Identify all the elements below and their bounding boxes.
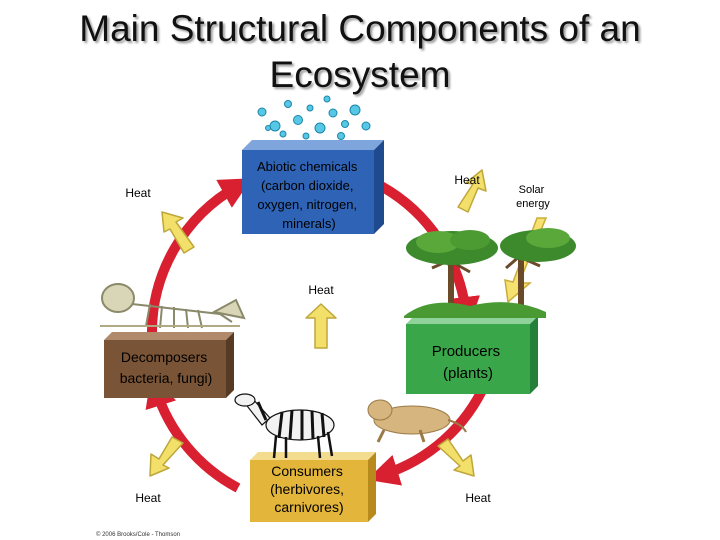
svg-text:Decomposers bacteria, fu: Decomposers bacteria, fungi) xyxy=(120,349,213,386)
solar-energy-label: Solar energy xyxy=(516,184,550,210)
title-line-1: Main Structural Components of an xyxy=(79,8,641,49)
svg-text:Producers (plants): Producers (plants) xyxy=(432,343,505,382)
decomposers-line-2: bacteria, fungi) xyxy=(120,370,213,386)
consumers-line-1: Consumers xyxy=(271,463,343,479)
copyright-text: © 2006 Brooks/Cole - Thomson xyxy=(96,531,180,538)
trees-illustration xyxy=(404,228,576,318)
producers-line-1: Producers xyxy=(432,343,500,360)
solar-line-2: energy xyxy=(516,198,550,210)
heat-label-top-left: Heat xyxy=(125,186,151,200)
lion-illustration xyxy=(367,399,467,443)
heat-arrow-top-left xyxy=(161,211,195,254)
heat-arrow-center xyxy=(305,303,337,349)
solar-line-1: Solar xyxy=(519,184,545,196)
abiotic-line-2: (carbon dioxide, xyxy=(261,178,354,193)
title-line-2: Ecosystem xyxy=(269,54,451,95)
cycle-arrow-producers-to-consumers xyxy=(366,379,491,486)
producers-line-2: (plants) xyxy=(443,365,493,382)
cycle-arrow-decomposers-to-abiotic xyxy=(146,178,252,337)
abiotic-line-4: minerals) xyxy=(282,216,335,231)
zebra-illustration xyxy=(234,393,335,459)
heat-arrow-top-right xyxy=(457,169,487,213)
svg-text:Consumers (herbivores,: Consumers (herbivores, carnivores) xyxy=(270,463,348,515)
decomposers-line-1: Decomposers xyxy=(121,349,207,365)
abiotic-line-3: oxygen, nitrogen, xyxy=(257,197,357,212)
abiotic-chemicals-box: Abiotic chemicals (carbon dioxide, oxyge… xyxy=(242,140,384,234)
heat-label-top-right: Heat xyxy=(454,173,480,187)
slide-title: Main Structural Components of an Ecosyst… xyxy=(0,6,720,98)
heat-arrow-bottom-right xyxy=(437,438,475,477)
decomposers-box: Decomposers bacteria, fungi) xyxy=(104,332,234,398)
heat-label-center: Heat xyxy=(308,283,334,297)
heat-arrows xyxy=(149,169,487,477)
abiotic-line-1: Abiotic chemicals xyxy=(257,159,358,174)
heat-arrow-bottom-left xyxy=(149,436,184,477)
chemical-bubbles-illustration xyxy=(257,95,371,140)
carcass-illustration xyxy=(100,283,246,329)
consumers-line-2: (herbivores, xyxy=(270,481,344,497)
consumers-line-3: carnivores) xyxy=(274,499,343,515)
cycle-arrow-consumers-to-decomposers xyxy=(145,374,241,493)
consumers-box: Consumers (herbivores, carnivores) xyxy=(250,452,376,522)
producers-box: Producers (plants) xyxy=(406,316,538,394)
heat-label-bottom-left: Heat xyxy=(135,491,161,505)
heat-label-bottom-right: Heat xyxy=(465,491,491,505)
svg-text:Abiotic chemicals (carbo: Abiotic chemicals (carbon dioxide, oxyge… xyxy=(257,159,361,231)
